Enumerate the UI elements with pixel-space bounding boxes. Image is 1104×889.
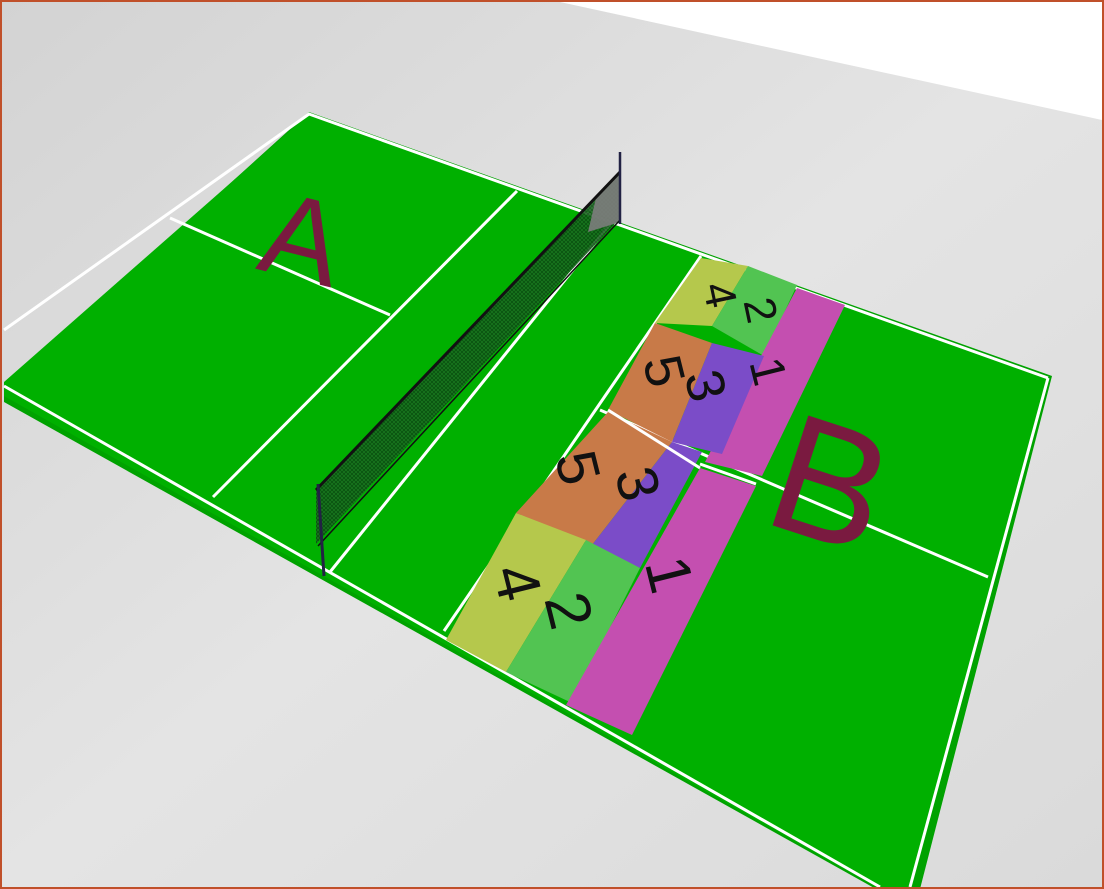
court-illustration: A B 4 2 1 5 3 5 3 4 2 1 (0, 0, 1104, 889)
court-diagram: A B 4 2 1 5 3 5 3 4 2 1 (0, 0, 1104, 889)
